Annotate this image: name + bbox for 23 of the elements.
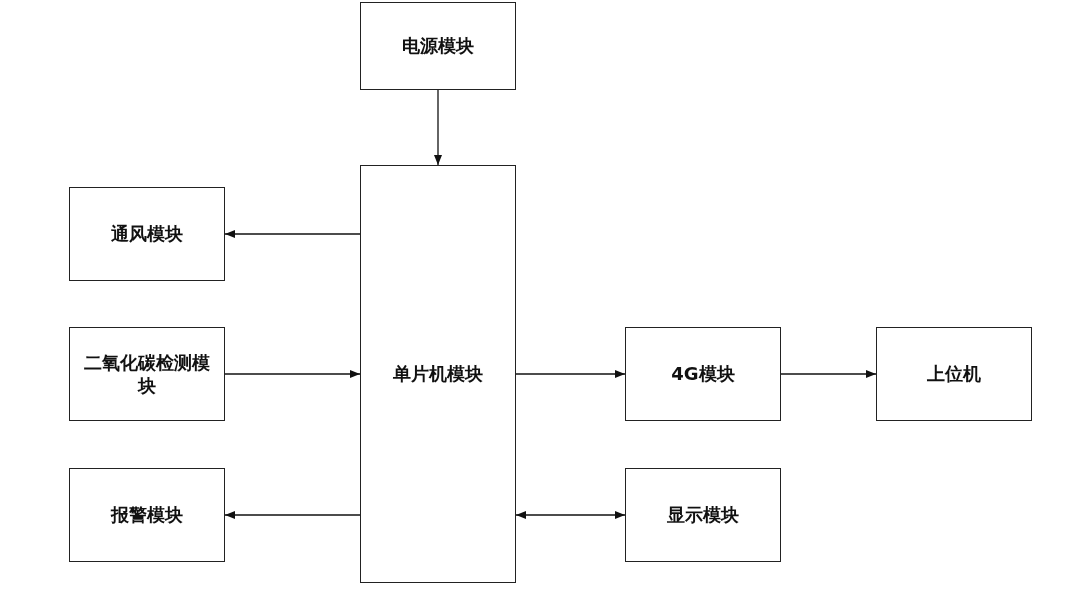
- module-label: 电源模块: [402, 34, 474, 58]
- module-box: [69, 327, 225, 421]
- arrow: [515, 510, 626, 520]
- module-label: 4G模块: [671, 362, 735, 386]
- module-box: [360, 2, 516, 90]
- arrow: [224, 229, 361, 239]
- module-label: 通风模块: [111, 222, 183, 246]
- arrow: [224, 369, 361, 379]
- module-box: [625, 468, 781, 562]
- module-box: [69, 468, 225, 562]
- arrow: [433, 89, 443, 166]
- module-box: [360, 165, 516, 583]
- module-box: [876, 327, 1032, 421]
- module-label: 报警模块: [111, 503, 183, 527]
- module-box: [625, 327, 781, 421]
- module-label: 二氧化碳检测模块: [83, 350, 211, 398]
- module-box: [69, 187, 225, 281]
- module-label: 显示模块: [667, 503, 739, 527]
- module-label: 单片机模块: [393, 362, 483, 386]
- module-label: 上位机: [927, 362, 981, 386]
- arrow: [515, 369, 626, 379]
- arrow: [224, 510, 361, 520]
- arrow: [780, 369, 877, 379]
